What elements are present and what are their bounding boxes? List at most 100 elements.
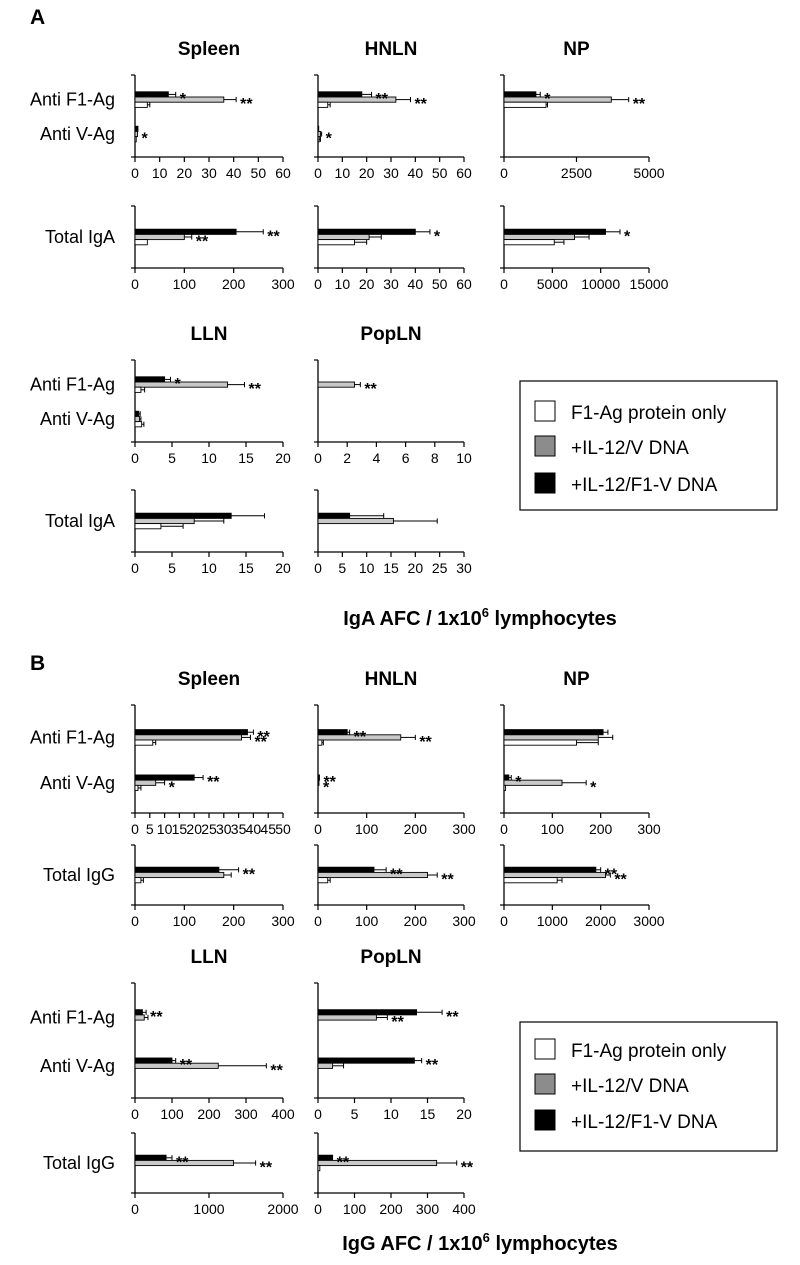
category-label-anti-f1-ag: Anti F1-Ag xyxy=(30,1008,115,1028)
chart-title: PopLN xyxy=(360,947,421,968)
x-tick-label: 60 xyxy=(456,165,472,181)
bar-anti-f1-ag-il-12-v-dna xyxy=(317,381,355,388)
bar-anti-v-ag-il-12-f1-v-dna xyxy=(503,774,510,781)
chart-title: Spleen xyxy=(178,669,240,690)
x-tick-label: 15 xyxy=(172,821,188,837)
significance-marker: ** xyxy=(257,729,270,746)
bar-anti-f1-ag-il-12-f1-v-dna xyxy=(317,729,348,736)
bar-total-igg-f1-ag-protein-only xyxy=(503,877,558,884)
x-tick-label: 3000 xyxy=(633,913,664,929)
bar-total-iga-il-12-v-dna xyxy=(317,517,394,525)
x-tick-label: 2000 xyxy=(267,1201,298,1217)
x-tick-label: 20 xyxy=(408,560,424,576)
x-tick-label: 0 xyxy=(500,821,508,837)
significance-marker: ** xyxy=(249,381,262,398)
significance-marker: ** xyxy=(354,729,367,746)
legend-label-protein-only: F1-Ag protein only xyxy=(571,1041,727,1062)
x-tick-label: 1000 xyxy=(193,1201,224,1217)
x-tick-label: 300 xyxy=(271,913,295,929)
bar-anti-v-ag-f1-ag-protein-only xyxy=(134,784,139,792)
bar-total-iga-il-12-v-dna xyxy=(503,233,576,241)
x-tick-label: 0 xyxy=(314,165,322,181)
significance-marker: * xyxy=(323,779,330,796)
legend-label-il12-f1v: +IL-12/F1-V DNA xyxy=(571,475,718,496)
x-tick-label: 300 xyxy=(452,821,476,837)
chart-title: LLN xyxy=(191,947,228,968)
x-tick-label: 200 xyxy=(589,821,613,837)
bar-total-iga-f1-ag-protein-only xyxy=(503,239,555,246)
bar-total-igg-il-12-f1-v-dna xyxy=(317,1154,334,1161)
x-tick-label: 60 xyxy=(456,276,472,292)
significance-marker: ** xyxy=(260,1160,273,1177)
x-tick-label: 10 xyxy=(152,165,168,181)
x-tick-label: 40 xyxy=(408,276,424,292)
significance-marker: * xyxy=(175,376,182,393)
significance-marker: ** xyxy=(446,1009,459,1026)
bar-anti-f1-ag-il-12-f1-v-dna xyxy=(134,1009,143,1016)
chart-title: PopLN xyxy=(360,324,421,345)
x-tick-label: 300 xyxy=(234,1106,258,1122)
x-tick-label: 40 xyxy=(408,165,424,181)
x-tick-label: 2500 xyxy=(561,165,592,181)
significance-marker: ** xyxy=(243,866,256,883)
significance-marker: * xyxy=(326,131,333,148)
significance-marker: ** xyxy=(150,1009,163,1026)
bar-anti-f1-ag-il-12-f1-v-dna xyxy=(134,729,248,736)
significance-marker: ** xyxy=(240,96,253,113)
category-label-total-igg: Total IgG xyxy=(43,865,115,885)
x-tick-label: 200 xyxy=(197,1106,221,1122)
bar-anti-f1-ag-f1-ag-protein-only xyxy=(134,386,142,393)
bar-anti-f1-ag-f1-ag-protein-only xyxy=(503,101,547,108)
bar-total-iga-il-12-v-dna xyxy=(317,233,370,241)
x-tick-label: 100 xyxy=(541,821,565,837)
x-tick-label: 30 xyxy=(383,276,399,292)
x-tick-label: 20 xyxy=(275,560,291,576)
x-tick-label: 0 xyxy=(131,560,139,576)
x-tick-label: 6 xyxy=(402,450,410,466)
x-tick-label: 0 xyxy=(131,1106,139,1122)
bar-anti-v-ag-il-12-f1-v-dna xyxy=(317,1057,415,1064)
x-tick-label: 0 xyxy=(314,1106,322,1122)
bar-total-iga-f1-ag-protein-only xyxy=(317,239,355,246)
x-tick-label: 30 xyxy=(216,821,232,837)
bar-anti-v-ag-il-12-v-dna xyxy=(134,130,138,138)
x-tick-label: 0 xyxy=(314,450,322,466)
legend-swatch-protein-only xyxy=(534,1038,556,1060)
x-tick-label: 4 xyxy=(373,450,381,466)
bar-total-iga-il-12-f1-v-dna xyxy=(134,512,232,519)
x-tick-label: 0 xyxy=(131,276,139,292)
x-tick-label: 100 xyxy=(355,821,379,837)
bar-anti-f1-ag-il-12-v-dna xyxy=(503,96,612,103)
bar-anti-v-ag-il-12-v-dna xyxy=(317,1062,334,1069)
bar-anti-v-ag-il-12-v-dna xyxy=(134,1062,219,1069)
significance-marker: ** xyxy=(414,96,427,113)
panel-b-x-title: IgG AFC / 1x106 lymphocytes xyxy=(342,1230,617,1255)
x-tick-label: 200 xyxy=(222,913,246,929)
x-tick-label: 50 xyxy=(251,165,267,181)
x-tick-label: 25 xyxy=(432,560,448,576)
x-tick-label: 1000 xyxy=(537,913,568,929)
x-tick-label: 100 xyxy=(173,276,197,292)
bar-anti-v-ag-il-12-f1-v-dna xyxy=(134,125,139,132)
bar-anti-f1-ag-il-12-f1-v-dna xyxy=(134,91,169,98)
x-tick-label: 60 xyxy=(275,165,291,181)
bar-total-igg-il-12-f1-v-dna xyxy=(134,866,220,873)
panel-a-label: A xyxy=(30,6,45,29)
significance-marker: ** xyxy=(391,1014,404,1031)
x-tick-label: 5000 xyxy=(537,276,568,292)
bar-anti-v-ag-il-12-f1-v-dna xyxy=(134,774,195,781)
bar-total-igg-f1-ag-protein-only xyxy=(134,877,142,884)
category-label-total-iga: Total IgA xyxy=(45,511,115,531)
x-tick-label: 5 xyxy=(338,560,346,576)
bar-total-igg-il-12-f1-v-dna xyxy=(317,866,375,873)
significance-marker: * xyxy=(590,779,597,796)
chart-title: NP xyxy=(563,39,590,60)
bar-total-iga-f1-ag-protein-only xyxy=(134,239,148,246)
